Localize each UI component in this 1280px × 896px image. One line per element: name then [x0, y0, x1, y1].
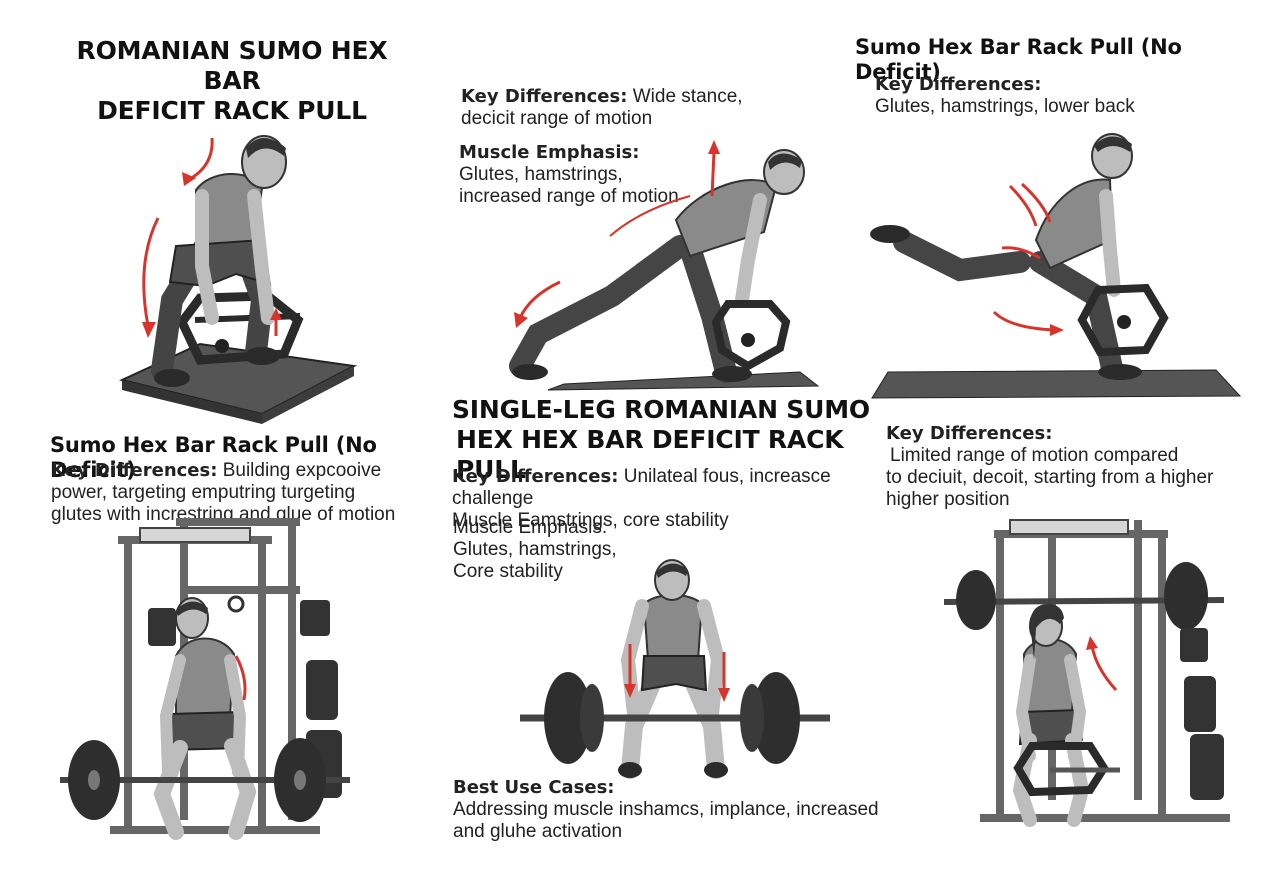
panel-3-key-differences-text: Glutes, hamstrings, lower back	[875, 96, 1135, 117]
panel-5-title-line-2: HEX HEX BAR DEFICIT RACK PULL	[456, 425, 844, 484]
panel-2-key-differences-label: Key Differences:	[461, 86, 628, 107]
panel-4-title: Sumo Hex Bar Rack Pull (No Deficit)	[50, 433, 377, 482]
panel-4-key-differences-text-1: Building expcooive	[222, 460, 382, 481]
panel-3-key-differences: Key Differences: Glutes, hamstrings, low…	[875, 74, 1255, 118]
panel-2-muscle-emphasis-label: Muscle Emphasis:	[459, 142, 640, 163]
panel-1-title-line-2: DEFICIT RACK PULL	[97, 96, 367, 125]
panel-5-key-differences-line-2: Muscle Eamstrings, core stability	[452, 510, 729, 531]
panel-5-key-differences: Key Differences: Unilateal fous, increas…	[452, 466, 892, 532]
panel-5-title-line-1: SINGLE-LEG ROMANIAN SUMO	[452, 395, 870, 424]
panel-1-title: ROMANIAN SUMO HEX BAR DEFICIT RACK PULL	[62, 36, 402, 126]
panel-2-key-differences-text-1: Wide stance,	[632, 86, 743, 107]
panel-6-key-differences-line-1: Limited range of motion compared	[890, 445, 1179, 466]
panel-5-muscle-emphasis-line-1: Glutes, hamstrings,	[453, 539, 617, 560]
panel-4-key-differences: Key Differences: Building expcooive powe…	[51, 460, 451, 526]
panel-5-muscle-emphasis: Muscle Emphasis: Glutes, hamstrings, Cor…	[453, 517, 753, 583]
panel-5-muscle-emphasis-line-2: Core stability	[453, 561, 563, 582]
panel-2-muscle-emphasis-line-2: increased range of motion	[459, 186, 679, 207]
panel-5-muscle-emphasis-label: Muscle Emphasis:	[453, 517, 608, 538]
panel-1-title-line-1: ROMANIAN SUMO HEX BAR	[76, 36, 388, 95]
panel-5-best-use-line-2: and gluhe activation	[453, 821, 623, 842]
panel-6-key-differences-label: Key Differences:	[886, 423, 1053, 444]
panel-3-title: Sumo Hex Bar Rack Pull (No Deficit)	[855, 35, 1182, 84]
panel-4-key-differences-line-3: glutes with increstring and glue of moti…	[51, 504, 396, 525]
panel-4-key-differences-line-2: power, targeting emputring turgeting	[51, 482, 356, 503]
panel-5-title: SINGLE-LEG ROMANIAN SUMO HEX HEX BAR DEF…	[452, 395, 882, 485]
panel-5-best-use-line-1: Addressing muscle inshamcs, implance, in…	[453, 799, 879, 820]
panel-5-key-differences-label: Key Differences:	[452, 466, 619, 487]
panel-6-key-differences-line-2: to deciuit, decoit, starting from a high…	[886, 467, 1214, 488]
panel-6-key-differences: Key Differences: Limited range of motion…	[886, 423, 1266, 511]
panel-4-key-differences-label: Key Differences:	[51, 460, 218, 481]
panel-2-key-differences: Key Differences: Wide stance, decicit ra…	[461, 86, 791, 130]
panel-5-best-use-label: Best Use Cases:	[453, 777, 615, 798]
panel-2-muscle-emphasis: Muscle Emphasis: Glutes, hamstrings, inc…	[459, 142, 789, 208]
panel-6-key-differences-line-3: higher position	[886, 489, 1010, 510]
panel-2-key-differences-text-2: decicit range of motion	[461, 108, 653, 129]
panel-5-key-differences-text-1: Unilateal fous, increasce challenge	[452, 466, 831, 509]
panel-3-key-differences-label: Key Differences:	[875, 74, 1042, 95]
panel-2-muscle-emphasis-line-1: Glutes, hamstrings,	[459, 164, 623, 185]
panel-5-best-use-cases: Best Use Cases: Addressing muscle insham…	[453, 777, 893, 843]
